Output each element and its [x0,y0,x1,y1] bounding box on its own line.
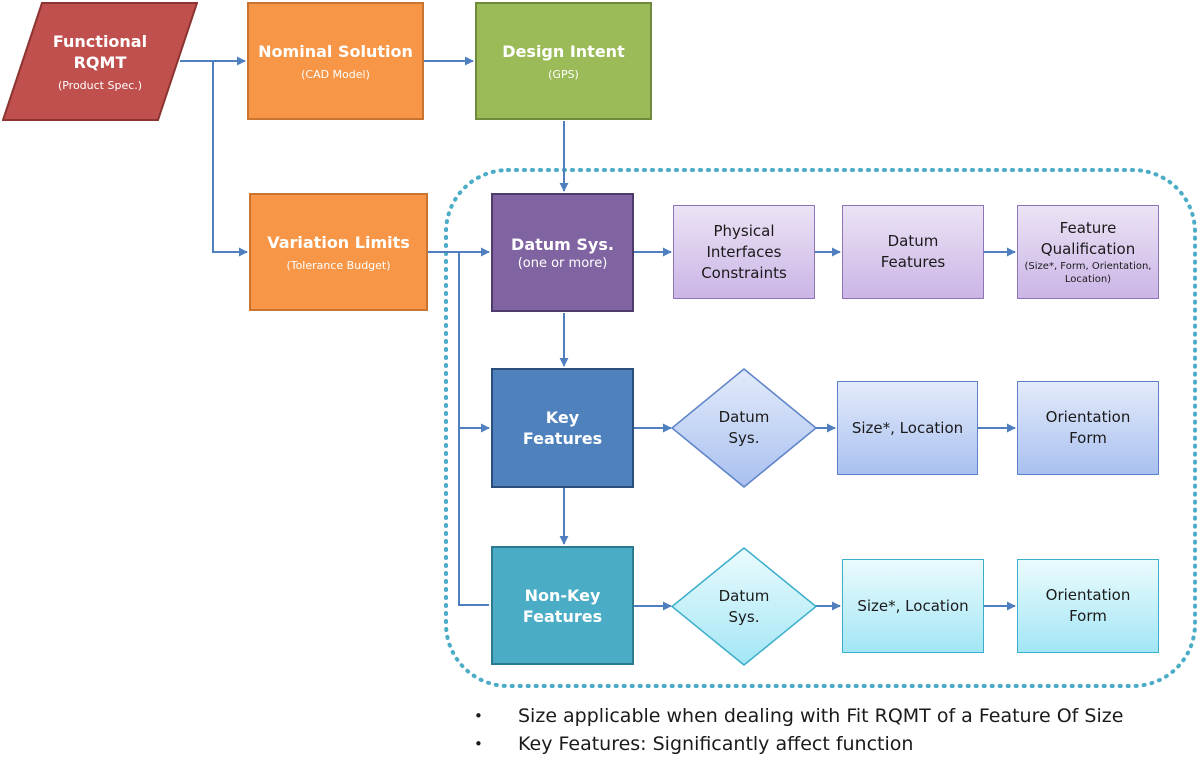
footnote-item: • Key Features: Significantly affect fun… [470,730,1123,758]
arrow-variation-to-nonkey [458,428,489,606]
datum-features-node: Datum Features [842,205,984,299]
footnotes-list: • Size applicable when dealing with Fit … [470,702,1123,758]
footnote-text: Size applicable when dealing with Fit RQ… [518,705,1124,727]
variation-limits-node: Variation Limits (Tolerance Budget) [249,193,428,311]
physical-interfaces-node: Physical Interfaces Constraints [673,205,815,299]
design-intent-node: Design Intent (GPS) [475,2,652,120]
nominal-solution-title: Nominal Solution [258,41,413,61]
datum-sys-title: Datum Sys. [511,235,614,254]
key-datum-sys-title: Datum Sys. [718,408,770,447]
feature-qualification-title: Feature Qualification [1040,219,1136,258]
nonkey-size-location-title: Size*, Location [857,596,969,615]
key-datum-sys-decision: Datum Sys. [671,368,817,488]
feature-qualification-node: Feature Qualification (Size*, Form, Orie… [1017,205,1159,299]
variation-limits-subtitle: (Tolerance Budget) [286,258,391,272]
nonkey-datum-sys-decision: Datum Sys. [671,547,817,666]
nonkey-datum-sys-title: Datum Sys. [718,586,770,626]
datum-sys-subtitle: (one or more) [517,256,608,271]
nonkey-features-node: Non-Key Features [491,546,634,665]
bullet-icon: • [474,735,483,753]
footnote-item: • Size applicable when dealing with Fit … [470,702,1123,730]
key-features-node: Key Features [491,368,634,488]
feature-qualification-subtitle: (Size*, Form, Orientation, Location) [1024,261,1152,285]
footnote-text: Key Features: Significantly affect funct… [518,733,914,755]
nonkey-size-location-node: Size*, Location [842,559,984,653]
datum-sys-node: Datum Sys. (one or more) [491,193,634,312]
key-orientation-form-node: Orientation Form [1017,381,1159,475]
bullet-icon: • [474,707,483,725]
variation-limits-title: Variation Limits [267,232,410,252]
key-size-location-title: Size*, Location [851,418,964,437]
functional-rqmt-title: Functional RQMT [52,31,148,72]
nonkey-orientation-form-node: Orientation Form [1017,559,1159,653]
nominal-solution-node: Nominal Solution (CAD Model) [247,2,424,120]
key-orientation-form-title: Orientation Form [1045,408,1131,447]
physical-interfaces-title: Physical Interfaces Constraints [701,221,787,282]
parallelogram-shape [2,2,198,121]
key-size-location-node: Size*, Location [837,381,978,475]
datum-features-title: Datum Features [880,232,946,271]
key-features-title: Key Features [522,408,603,448]
diamond-shape [671,368,817,488]
arrow-variation-to-key [458,252,490,433]
nonkey-features-title: Non-Key Features [522,585,603,626]
design-intent-subtitle: (GPS) [548,67,579,81]
functional-rqmt-node: Functional RQMT (Product Spec.) [2,2,198,121]
nonkey-orientation-form-title: Orientation Form [1045,586,1131,625]
arrow-rqmt-to-variation [190,60,248,257]
design-intent-title: Design Intent [502,41,625,61]
feature-group-boundary [444,168,1197,688]
diamond-shape [671,547,817,666]
nominal-solution-subtitle: (CAD Model) [301,67,370,81]
functional-rqmt-subtitle: (Product Spec.) [57,78,143,92]
